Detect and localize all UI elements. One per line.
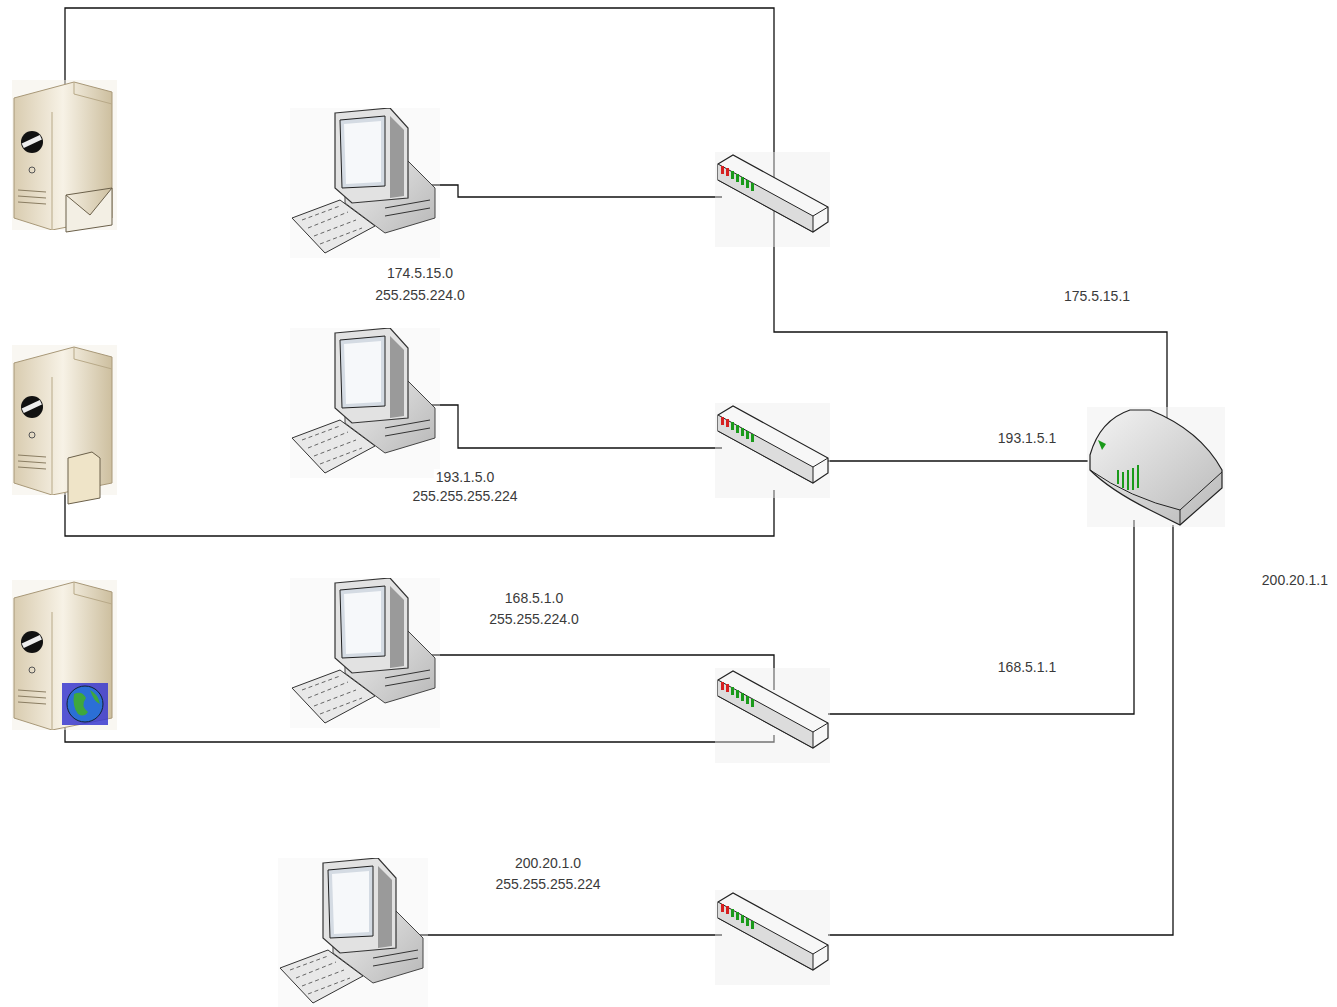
mail-server-wire (65, 8, 1167, 422)
router-wire (828, 525, 1173, 935)
pc-wire (380, 934, 722, 935)
subnet-mask: 255.255.255.224 (493, 876, 602, 892)
switch-icon (715, 668, 830, 763)
pc-icon (290, 328, 440, 478)
switch-icon (715, 152, 830, 247)
globe-land (74, 690, 101, 716)
switches (715, 152, 830, 985)
subnet-mask: 255.255.224.0 (373, 287, 467, 303)
subnet-mask: 255.255.255.224 (410, 488, 519, 504)
router-wire (828, 520, 1134, 714)
interface-address: 168.5.1.1 (996, 659, 1058, 675)
web-server-icon (12, 580, 117, 730)
switch-icon (715, 403, 830, 498)
switch-icon (715, 890, 830, 985)
file-server-icon (12, 345, 117, 495)
envelope-symbol (66, 188, 112, 232)
network-address: 193.1.5.0 (434, 469, 496, 485)
workstations (278, 108, 440, 1007)
interface-address: 200.20.1.1 (1260, 572, 1330, 588)
pc-icon (278, 858, 428, 1007)
folder-symbol (68, 452, 100, 504)
network-wires (65, 8, 1173, 935)
network-address: 168.5.1.0 (503, 590, 565, 606)
globe-symbol (67, 686, 103, 722)
network-address: 200.20.1.0 (513, 855, 583, 871)
globe-backdrop (62, 683, 108, 725)
interface-address: 193.1.5.1 (996, 430, 1058, 446)
pc-icon (290, 578, 440, 728)
pc-icon (290, 108, 440, 258)
network-address: 174.5.15.0 (385, 265, 455, 281)
router-wire (828, 460, 1088, 461)
router-icon (1087, 407, 1225, 527)
servers (12, 80, 117, 730)
interface-address: 175.5.15.1 (1062, 288, 1132, 304)
subnet-mask: 255.255.224.0 (487, 611, 581, 627)
